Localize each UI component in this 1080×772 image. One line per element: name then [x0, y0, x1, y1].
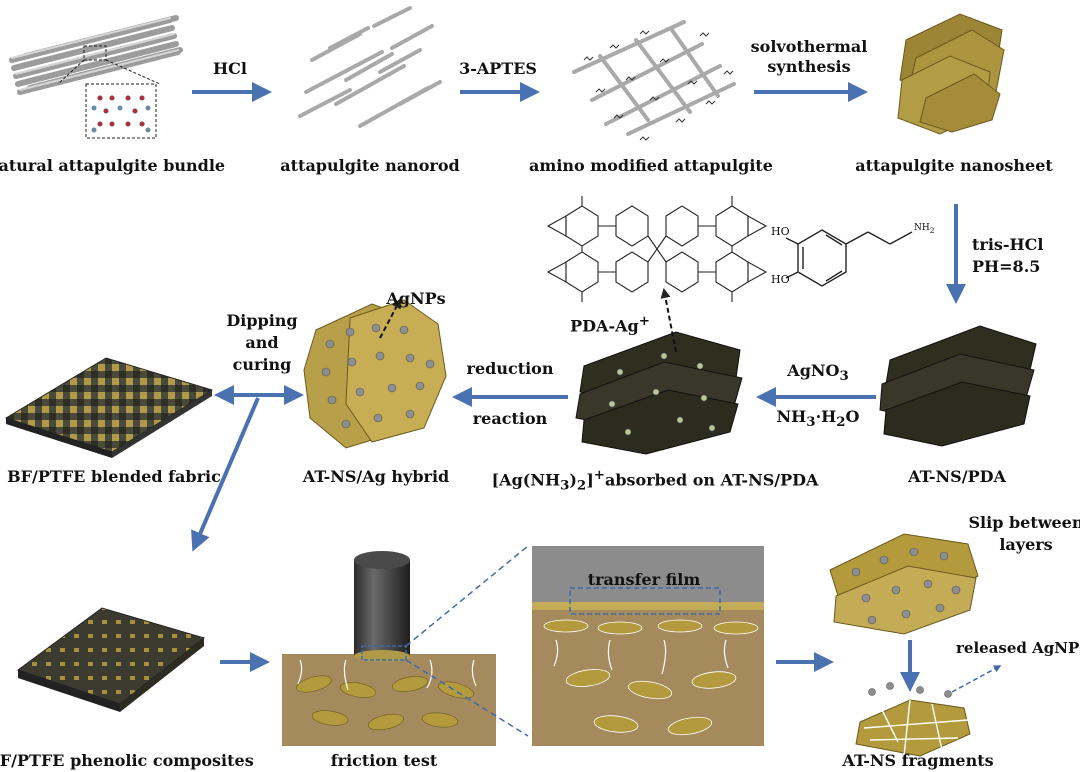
label-nanorod: attapulgite nanorod — [280, 156, 460, 175]
label-ho1: HO — [771, 225, 790, 238]
label-nanosheet: attapulgite nanosheet — [855, 156, 1053, 175]
label-hybrid: AT-NS/Ag hybrid — [302, 467, 450, 486]
label-fragments: AT-NS fragments — [842, 751, 994, 770]
reagent-agno3: AgNO3 — [787, 361, 849, 385]
label-bundle: natural attapulgite bundle — [0, 156, 226, 175]
reagent-reduction: reduction — [466, 359, 554, 378]
label-friction: friction test — [330, 751, 438, 770]
fabric-illustration — [4, 357, 214, 458]
reagent-solvo1: solvothermal — [750, 37, 868, 56]
reagent-ph: PH=8.5 — [972, 257, 1041, 276]
reagent-tris: tris-HCl — [972, 235, 1044, 254]
atns-pda-illustration — [879, 325, 1037, 447]
bundle-illustration — [9, 15, 183, 139]
fragments-illustration — [855, 665, 1002, 757]
label-amino: amino modified attapulgite — [529, 156, 773, 175]
label-slip1: Slip between — [968, 513, 1080, 532]
label-released: released AgNPs — [956, 639, 1080, 657]
label-agnps: AgNPs — [386, 289, 446, 308]
friction-illustration — [282, 551, 496, 746]
amino-illustration — [572, 20, 736, 141]
reagent-hcl: HCl — [213, 59, 247, 78]
zoom-line-bottom — [405, 659, 529, 737]
reagent-dipping: Dipping — [226, 311, 298, 330]
label-ho2: HO — [771, 273, 790, 286]
pda-ag-structure — [546, 196, 768, 302]
reagent-aptes: 3-APTES — [459, 59, 537, 78]
dopamine-structure — [785, 229, 913, 287]
interface-illustration — [532, 546, 764, 746]
nanosheet-illustration — [897, 13, 1005, 135]
nanorod-illustration — [298, 6, 442, 128]
label-pda-ag: PDA-Ag+ — [570, 313, 650, 336]
label-ag-absorbed: [Ag(NH3)2]+absorbed on AT-NS/PDA — [491, 467, 819, 494]
label-fabric: BF/PTFE blended fabric — [7, 467, 221, 486]
reagent-curing: curing — [232, 355, 292, 374]
reagent-reaction: reaction — [472, 409, 548, 428]
slip-illustration — [829, 533, 979, 635]
label-nh2: NH2 — [914, 223, 935, 235]
zoom-line-top — [405, 545, 529, 647]
label-composite: BF/PTFE phenolic composites — [0, 751, 254, 770]
label-slip2: layers — [999, 535, 1053, 554]
reagent-and: and — [245, 333, 279, 352]
reagent-solvo2: synthesis — [767, 57, 851, 76]
label-atns-pda: AT-NS/PDA — [908, 467, 1006, 486]
ag-absorbed-illustration — [575, 288, 743, 455]
arrow-dipping-down — [191, 397, 260, 552]
label-transfer-film: transfer film — [587, 570, 701, 589]
composite-illustration — [16, 607, 206, 712]
hybrid-illustration — [303, 298, 447, 449]
reagent-nh3h2o: NH3·H2O — [776, 407, 860, 431]
